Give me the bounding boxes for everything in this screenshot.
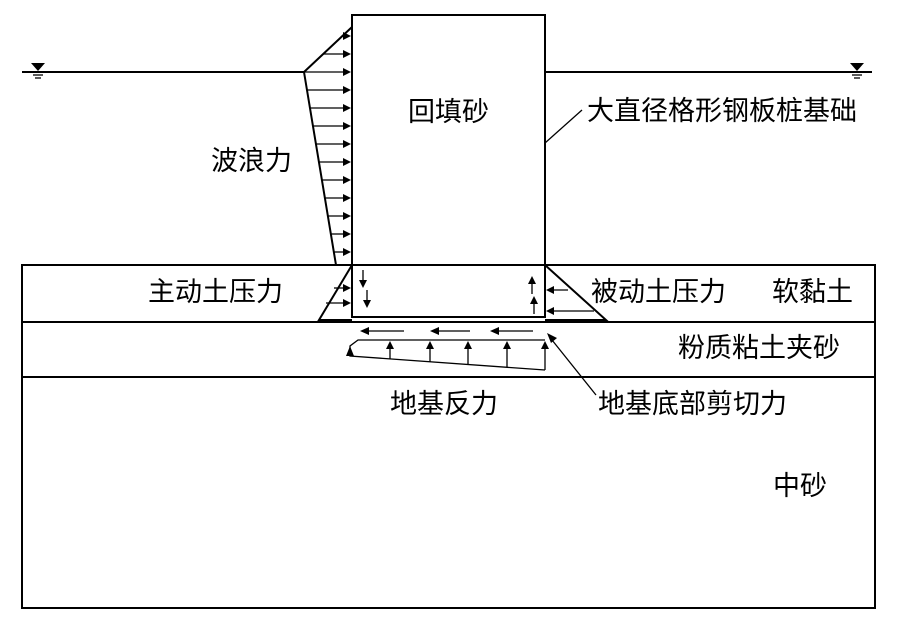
wave-force-arrow bbox=[312, 122, 351, 130]
wave-force-arrow bbox=[321, 176, 351, 184]
foundation-leader-line bbox=[544, 109, 583, 144]
foundation-reaction-arrow bbox=[386, 341, 394, 359]
soil-profile-outline bbox=[21, 264, 876, 609]
backfill-sand-label: 回填砂 bbox=[408, 97, 489, 128]
wave-force-arrow bbox=[304, 68, 351, 76]
active-pressure-arrows bbox=[326, 284, 351, 307]
wave-force-arrow bbox=[327, 212, 351, 220]
wave-force-arrow bbox=[323, 50, 351, 58]
foundation-reaction-arrow bbox=[426, 341, 434, 362]
medium-sand-label: 中砂 bbox=[773, 471, 827, 502]
foundation-reaction-label: 地基反力 bbox=[390, 389, 498, 420]
passive-pressure-outline bbox=[544, 264, 609, 321]
active-earth-pressure-label: 主动土压力 bbox=[148, 277, 283, 308]
passive-pressure-arrows bbox=[546, 286, 594, 315]
base-shear-label: 地基底部剪切力 bbox=[598, 389, 787, 420]
wave-force-label: 波浪力 bbox=[211, 146, 292, 177]
wall-friction-arrows-left bbox=[359, 270, 371, 308]
wave-force-arrow bbox=[330, 230, 351, 238]
base-shear-arrows bbox=[360, 327, 533, 335]
wave-force-arrow bbox=[318, 158, 351, 166]
passive-earth-pressure-label: 被动土压力 bbox=[591, 277, 726, 308]
wave-force-arrow bbox=[309, 104, 351, 112]
wall-friction-arrows-right bbox=[528, 276, 538, 314]
wave-force-arrow bbox=[333, 248, 351, 256]
soft-clay-label: 软黏土 bbox=[772, 277, 853, 308]
foundation-label: 大直径格形钢板桩基础 bbox=[587, 96, 857, 127]
silty-clay-sand-label: 粉质粘土夹砂 bbox=[678, 333, 840, 364]
wave-force-arrow bbox=[306, 86, 351, 94]
base-shear-leader-line bbox=[551, 339, 597, 396]
foundation-reaction-arrows bbox=[386, 341, 549, 370]
water-level-icon-right bbox=[850, 63, 864, 79]
wave-force-arrow bbox=[342, 32, 351, 40]
water-level-icon-left bbox=[31, 63, 45, 79]
wave-force-arrows bbox=[304, 32, 351, 256]
foundation-reaction-arrow bbox=[503, 341, 511, 368]
foundation-reaction-outline bbox=[349, 339, 546, 371]
active-pressure-outline bbox=[317, 264, 353, 321]
wave-force-arrow bbox=[324, 194, 351, 202]
foundation-reaction-arrow bbox=[464, 341, 472, 365]
sheet-pile-cell bbox=[351, 14, 546, 318]
wave-force-arrow bbox=[315, 140, 351, 148]
foundation-reaction-arrow bbox=[541, 341, 549, 370]
